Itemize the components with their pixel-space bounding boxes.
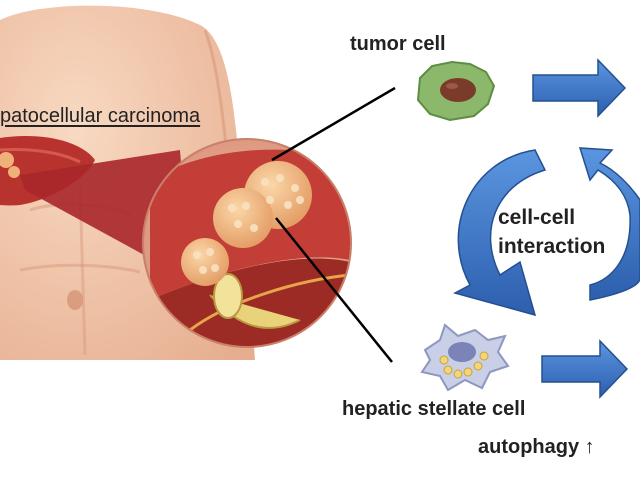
tumor-nodules xyxy=(181,161,312,286)
right-arrow-icon xyxy=(532,58,627,118)
right-arrow-icon xyxy=(541,339,629,399)
tumor-cell-icon xyxy=(416,60,496,122)
stellate-pointer-line xyxy=(275,217,393,363)
interaction-label-line2: interaction xyxy=(498,235,606,258)
curved-arrow-icon xyxy=(452,149,547,317)
interaction-label-line1: cell-cell xyxy=(498,206,576,229)
magnified-tumor xyxy=(142,138,352,348)
tumor-cell-label: tumor cell xyxy=(350,33,446,55)
hcc-label: patocellular carcinoma xyxy=(0,105,201,127)
tumor-pointer-line xyxy=(271,86,396,162)
autophagy-label: autophagy ↑ xyxy=(478,436,595,458)
stellate-cell-label: hepatic stellate cell xyxy=(342,398,526,420)
stellate-cell-icon xyxy=(420,323,510,392)
curved-arrow-icon xyxy=(578,147,640,301)
